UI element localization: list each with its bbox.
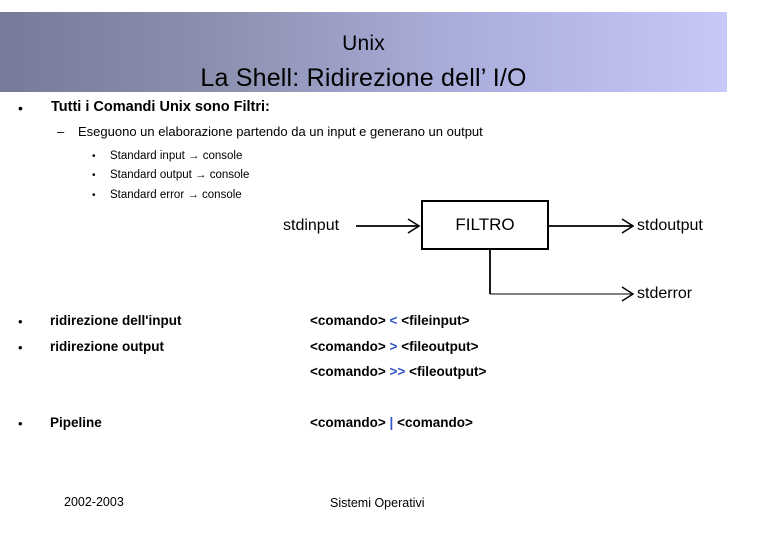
command-suffix: <fileoutput> [401,339,479,354]
bullet-text-filtri: Tutti i Comandi Unix sono Filtri: [51,99,270,115]
bullet-text-eseguono: Eseguono un elaborazione partendo da un … [78,124,483,139]
command-redirect-append: <comando> >> <fileoutput> [310,364,486,380]
operator-less-than: < [389,313,398,328]
footer-course: Sistemi Operativi [330,496,425,510]
command-suffix: <comando> [397,415,473,430]
stdoutput-arrow-head [621,218,635,234]
command-suffix: <fileoutput> [409,364,487,379]
stdinput-label: stdinput [283,217,340,234]
command-suffix: <fileinput> [401,313,470,328]
bullet-text-standard-output: Standard output → console [110,169,250,181]
label-ridirezione-input: ridirezione dell'input [50,313,182,328]
label-pipeline: Pipeline [50,415,102,430]
command-redirect-output: <comando> > <fileoutput> [310,339,478,355]
command-pipeline: <comando> | <comando> [310,415,473,431]
command-prefix: <comando> [310,415,386,430]
command-redirect-input: <comando> < <fileinput> [310,313,469,329]
command-prefix: <comando> [310,364,386,379]
page-subtitle: Unix [342,32,385,55]
page-title: La Shell: Ridirezione dell’ I/O [200,64,527,92]
stderror-label: stderror [637,285,693,302]
bullet-marker-level2: – [57,124,65,139]
label-ridirezione-output: ridirezione output [50,339,164,354]
title-banner: Unix La Shell: Ridirezione dell’ I/O [0,12,727,92]
operator-greater-than: > [389,339,398,354]
filtro-box-label: FILTRO [455,215,515,234]
bullet-marker-level1: • [18,100,23,116]
bullet-marker-stderr: • [92,190,96,201]
bullet-marker-stdout: • [92,170,96,181]
operator-pipe: | [389,415,394,430]
command-prefix: <comando> [310,339,386,354]
bullet-marker-pipeline: • [18,416,23,431]
bullet-marker-ridirezione-output: • [18,340,23,355]
filtro-box: FILTRO [421,200,549,250]
footer-date: 2002-2003 [64,495,124,509]
bullet-marker-stdin: • [92,151,96,162]
bullet-marker-ridirezione-input: • [18,314,23,329]
stdoutput-label: stdoutput [637,217,703,234]
command-prefix: <comando> [310,313,386,328]
bullet-text-standard-input: Standard input → console [110,150,243,162]
stderror-arrow-head [621,286,635,302]
stdinput-arrow-head [407,218,421,234]
operator-append: >> [389,364,406,379]
bullet-text-standard-error: Standard error → console [110,189,242,201]
